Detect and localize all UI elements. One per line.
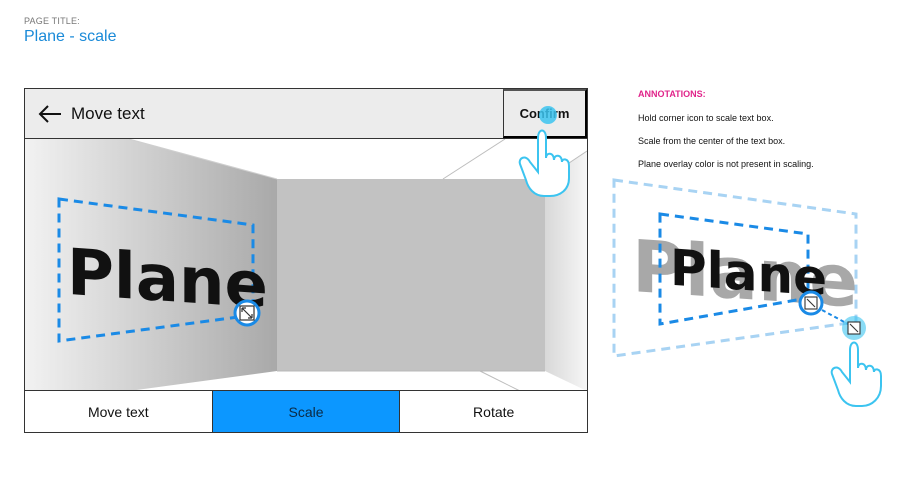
annotation-note: Plane overlay color is not present in sc… (638, 159, 814, 169)
device-screen: Move text Confirm Plane (24, 88, 588, 433)
top-bar: Move text Confirm (25, 89, 587, 139)
tab-move-text[interactable]: Move text (87, 403, 149, 420)
confirm-button[interactable]: Confirm (503, 89, 587, 138)
resize-diagonal-icon[interactable] (233, 299, 261, 327)
annotations-heading: ANNOTATIONS: (638, 89, 706, 99)
page-title: Plane - scale (24, 28, 117, 45)
arrow-left-icon[interactable] (37, 104, 63, 124)
hand-pointer-icon (830, 341, 882, 407)
tab-scale[interactable]: Scale (211, 391, 400, 432)
screen-title: Move text (71, 104, 145, 123)
page-title-label: PAGE TITLE: (24, 16, 80, 26)
camera-scene: Plane (25, 139, 587, 391)
resize-diagonal-icon (798, 290, 824, 316)
resize-diagonal-icon (847, 321, 861, 335)
scale-illustration: Plane Plane (612, 178, 882, 407)
annotation-note: Hold corner icon to scale text box. (638, 113, 774, 123)
mode-tab-bar: Move text Scale Rotate (25, 390, 587, 432)
annotation-note: Scale from the center of the text box. (638, 136, 786, 146)
tab-rotate[interactable]: Rotate (399, 391, 587, 432)
